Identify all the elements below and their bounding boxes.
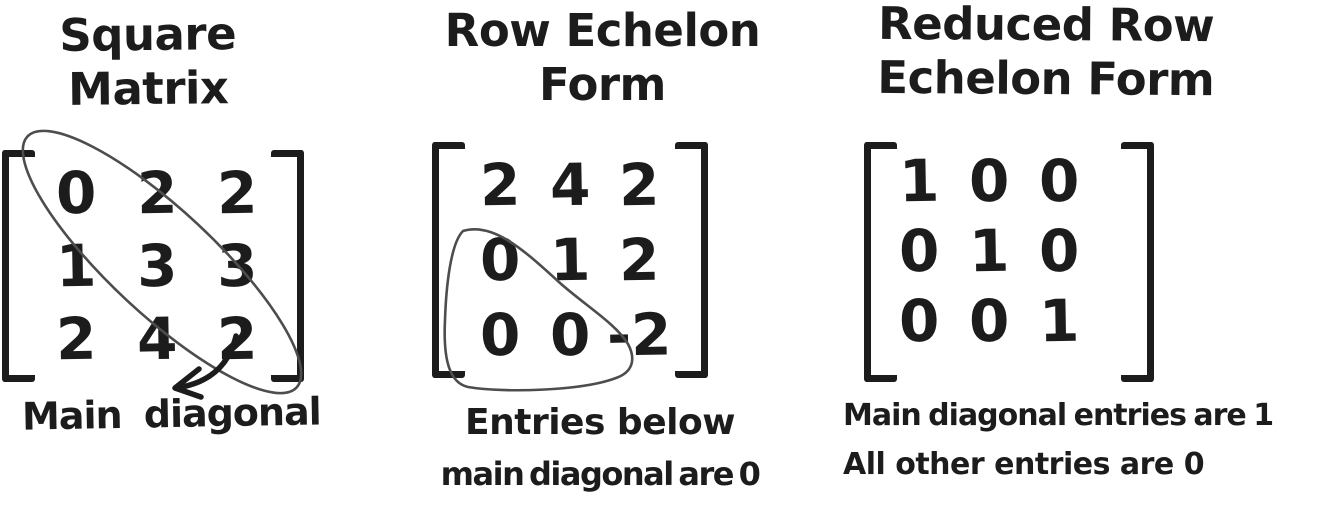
main-diagonal-caption: Main diagonal	[21, 389, 322, 439]
matrix-cell: 0	[479, 225, 522, 295]
matrix-cell: 2	[216, 158, 259, 228]
title-line: Reduced Row	[877, 0, 1215, 53]
matrix-cell: 3	[216, 231, 259, 301]
square-matrix: 0 2 2 1 3 3 2 4 2	[2, 150, 304, 382]
matrix-cell: 1	[549, 225, 591, 295]
matrix-cell: 0	[55, 158, 98, 228]
row-echelon-caption: Entries below main diagonal are 0	[408, 402, 792, 493]
matrix-cells: 2 4 2 0 1 2 0 0 -2	[466, 148, 674, 372]
matrix-cell: 0	[479, 300, 522, 370]
right-bracket	[271, 150, 304, 382]
matrix-cell: 3	[136, 231, 178, 301]
matrix-cell: 0	[1038, 216, 1080, 286]
row-echelon-title: Row Echelon Form	[430, 4, 775, 112]
matrix-cell: 2	[618, 150, 661, 220]
matrix-cell: 0	[968, 286, 1010, 356]
square-matrix-title: Square Matrix	[27, 7, 268, 118]
matrix-cell: 4	[136, 304, 178, 374]
rref-title: Reduced Row Echelon Form	[856, 0, 1237, 107]
matrix-cells: 0 2 2 1 3 3 2 4 2	[36, 156, 278, 376]
title-line: Square	[59, 7, 237, 62]
right-bracket	[1121, 142, 1154, 382]
title-line: Matrix	[67, 61, 229, 116]
title-line: Form	[539, 58, 666, 111]
matrix-cell: 0	[1038, 146, 1080, 216]
matrix-cell: 0	[898, 286, 940, 356]
matrix-cell: 0	[549, 300, 591, 370]
title-line: Echelon Form	[877, 50, 1215, 107]
matrix-cell: 1	[55, 231, 98, 301]
title-line: Row Echelon	[444, 4, 761, 57]
matrix-cell: 0	[898, 216, 940, 286]
rref-matrix: 1 0 0 0 1 0 0 0 1	[864, 142, 1154, 382]
matrix-cell: 1	[968, 216, 1010, 286]
matrix-cell: 2	[216, 304, 259, 374]
caption-line: main diagonal are 0	[440, 455, 761, 493]
matrix-cell: 2	[55, 304, 98, 374]
left-bracket	[864, 142, 897, 382]
matrix-cell: 0	[968, 146, 1010, 216]
caption-line: Main diagonal entries are 1	[843, 398, 1274, 433]
matrix-cells: 1 0 0 0 1 0 0 0 1	[884, 146, 1094, 356]
matrix-cell: -2	[606, 300, 673, 370]
rref-caption: Main diagonal entries are 1 All other en…	[843, 398, 1274, 482]
matrix-cell: 1	[1038, 286, 1080, 356]
matrix-cell: 1	[898, 146, 940, 216]
right-bracket	[675, 142, 708, 378]
matrix-cell: 2	[136, 158, 178, 228]
caption-line: Entries below	[465, 402, 735, 443]
matrix-cell: 2	[479, 150, 522, 220]
left-bracket	[2, 150, 35, 382]
row-echelon-matrix: 2 4 2 0 1 2 0 0 -2	[432, 142, 708, 378]
matrix-cell: 2	[618, 225, 661, 295]
left-bracket	[432, 142, 465, 378]
matrix-cell: 4	[549, 150, 591, 220]
caption-line: All other entries are 0	[843, 447, 1205, 482]
